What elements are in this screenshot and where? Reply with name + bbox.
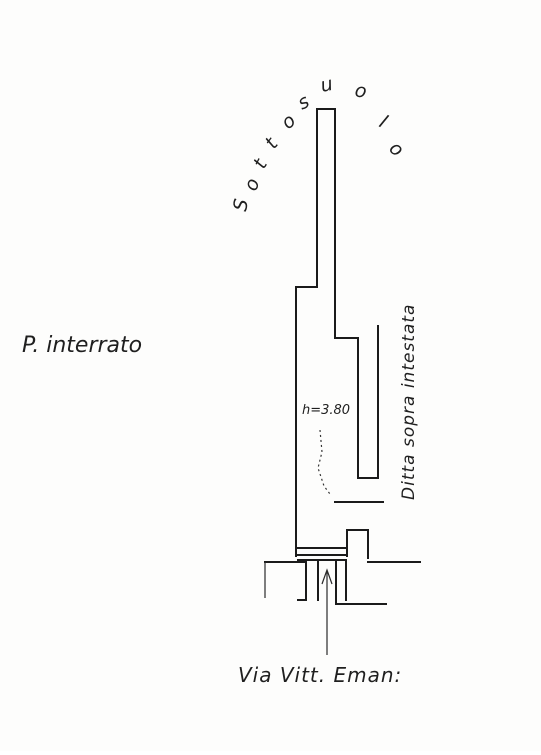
sottosuolo-letter: S (229, 197, 253, 213)
sottosuolo-letter: u (318, 73, 334, 97)
entrance-threshold (297, 547, 347, 561)
street-wall-right (335, 561, 421, 605)
street-wall-left (264, 561, 319, 601)
sottosuolo-letter: o (353, 79, 368, 103)
sottosuolo-letter: o (385, 137, 408, 161)
sottosuolo-letter: o (240, 176, 265, 194)
street-label: Via Vitt. Eman: (238, 663, 402, 687)
arrow-up-icon (321, 568, 333, 655)
sottosuolo-letter: o (277, 110, 300, 134)
dotted-scribble (317, 429, 331, 495)
floor-label: P. interrato (22, 333, 142, 358)
height-annotation: h=3.80 (302, 403, 350, 418)
basement-outline (295, 108, 379, 557)
sottosuolo-letter: t (261, 132, 284, 153)
sottosuolo-letter: s (294, 90, 313, 114)
stair-block (346, 529, 369, 559)
sottosuolo-letter: l (376, 111, 392, 133)
sottosuolo-letter: t (249, 154, 273, 172)
owner-label: Ditta sopra intestata (399, 304, 419, 500)
